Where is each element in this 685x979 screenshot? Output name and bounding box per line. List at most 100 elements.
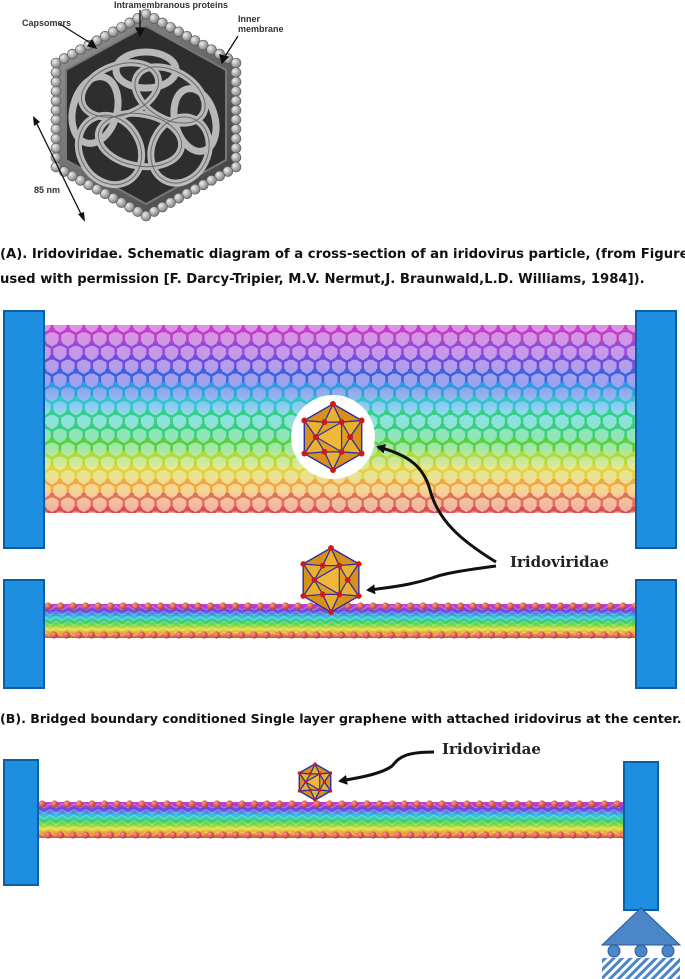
lattice-atom — [296, 313, 301, 318]
lattice-atom — [503, 423, 509, 429]
label-size: 85 nm — [34, 185, 61, 195]
capsomer-bead — [58, 53, 70, 64]
lattice-atom — [543, 354, 549, 360]
lattice-atom — [73, 451, 79, 457]
lattice-atom — [192, 465, 198, 471]
lattice-atom — [320, 492, 326, 498]
lattice-atom — [97, 465, 103, 471]
lattice-atom — [89, 478, 95, 484]
strip-atom-top — [488, 800, 496, 808]
lattice-atom — [240, 437, 246, 443]
capsomer-bead — [173, 192, 185, 204]
lattice-atom — [495, 354, 501, 360]
strip-atom-top — [181, 602, 190, 610]
lattice-atom — [168, 396, 175, 402]
lattice-atom — [479, 465, 485, 471]
lattice-atom — [57, 451, 63, 457]
virus-vertex — [318, 788, 322, 792]
lattice-atom — [567, 313, 572, 318]
capsomer-bead — [124, 17, 135, 29]
lattice-atom — [137, 368, 143, 374]
strip-atom-bottom — [281, 831, 290, 839]
strip-atom-bottom — [75, 631, 83, 639]
capsomer-bead — [230, 161, 242, 173]
strip-atom-bottom — [137, 631, 146, 639]
lattice-atom — [551, 451, 557, 457]
lattice-atom — [464, 520, 469, 525]
lattice-atom — [248, 368, 254, 374]
strip-atom-bottom — [312, 631, 321, 639]
lattice-atom — [368, 520, 373, 525]
capsomer-bead — [50, 152, 62, 163]
lattice-atom — [439, 506, 445, 512]
strip-atom-top — [131, 602, 140, 610]
lattice-atom — [368, 520, 373, 525]
strip-atom-bottom — [319, 831, 327, 839]
lattice-atom — [232, 396, 238, 402]
capsomer-bead — [189, 183, 201, 195]
lattice-atom — [160, 382, 167, 388]
lattice-atom — [415, 354, 422, 360]
strip-atom-bottom — [169, 831, 177, 839]
lattice-atom — [336, 354, 342, 360]
lattice-atom — [280, 451, 286, 457]
lattice-atom — [137, 506, 143, 512]
lattice-atom — [344, 313, 349, 318]
lattice-atom — [607, 409, 613, 415]
capsomer-bead — [75, 44, 86, 55]
capsomer-bead — [50, 86, 62, 97]
lattice-atom — [384, 382, 390, 388]
lattice-atom — [535, 368, 541, 374]
lattice-atom — [511, 492, 517, 498]
lattice-atom — [471, 368, 477, 374]
lattice-atom — [440, 313, 445, 318]
strip-atom-bottom — [487, 631, 496, 639]
lattice-atom — [216, 340, 222, 346]
strip-atom-bottom — [287, 631, 296, 639]
virus-vertex — [338, 448, 345, 455]
strip-atom-bottom — [187, 631, 196, 639]
lattice-atom — [272, 354, 278, 360]
lattice-atom — [256, 354, 262, 360]
lattice-atom — [415, 327, 422, 333]
lattice-atom — [336, 520, 341, 525]
lattice-atom — [280, 340, 286, 346]
strip-atom-bottom — [150, 631, 158, 639]
strip-atom-bottom — [419, 831, 427, 839]
lattice-atom — [455, 506, 461, 512]
lattice-atom — [575, 520, 580, 525]
capsomer-bead — [189, 35, 201, 47]
lattice-atom — [352, 492, 358, 498]
lattice-atom — [631, 423, 636, 429]
strip-atom-bottom — [531, 831, 540, 839]
capsomer-bead — [148, 13, 160, 24]
lattice-atom — [415, 409, 422, 415]
lattice-atom — [145, 409, 151, 415]
graphene-hex-lattice — [44, 313, 636, 525]
lattice-atom — [160, 327, 167, 333]
strip-atom-top — [419, 602, 427, 610]
strip-atom-bottom — [44, 831, 52, 839]
capsomer-bead — [140, 8, 152, 20]
lattice-atom — [463, 409, 469, 415]
iridovirus-side — [300, 545, 362, 615]
lattice-atom — [519, 478, 525, 484]
lattice-atom — [193, 520, 198, 525]
lattice-cell — [632, 414, 636, 429]
lattice-atom — [89, 451, 95, 457]
lattice-atom — [320, 520, 325, 525]
lattice-atom — [439, 396, 445, 402]
strip-atom-top — [431, 602, 440, 610]
lattice-atom — [288, 492, 294, 498]
strip-atom-bottom — [600, 631, 608, 639]
lattice-atom — [288, 520, 293, 525]
lattice-atom — [232, 423, 238, 429]
lattice-atom — [121, 423, 127, 429]
lattice-atom — [304, 327, 310, 333]
lattice-atom — [65, 437, 71, 443]
lattice-atom — [208, 465, 214, 471]
lattice-atom — [495, 409, 501, 415]
lattice-atom — [129, 492, 135, 498]
strip-atom-bottom — [306, 831, 315, 839]
lattice-atom — [256, 492, 262, 498]
